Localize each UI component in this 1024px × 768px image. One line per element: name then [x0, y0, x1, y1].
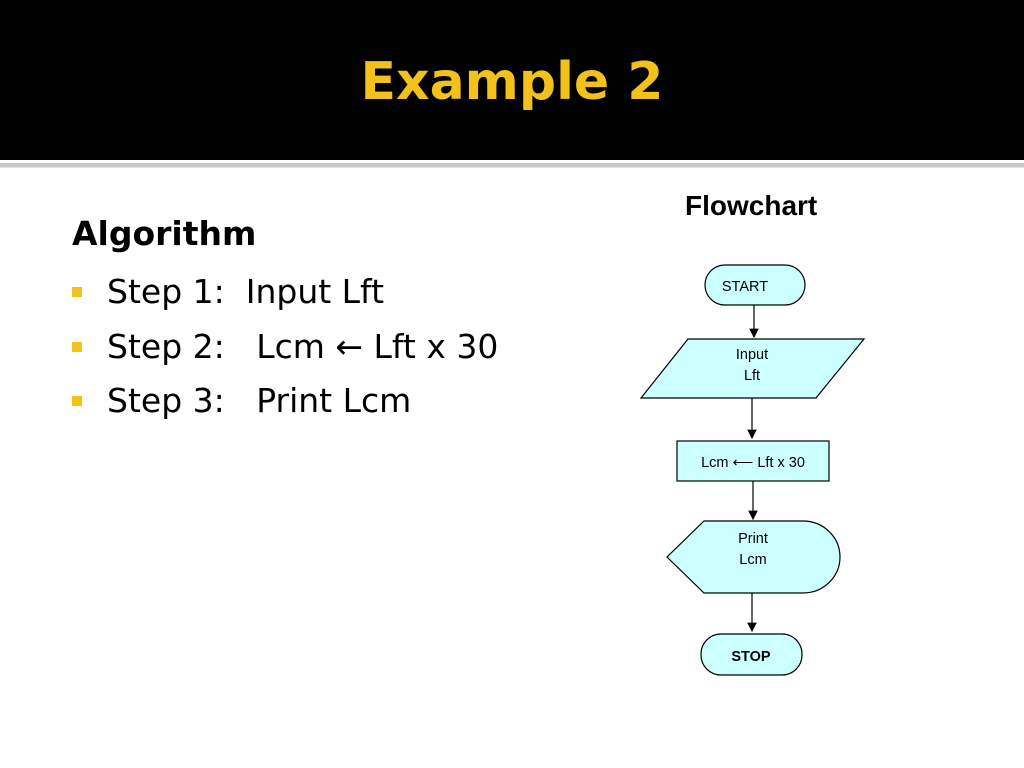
print-node	[666, 520, 841, 594]
print-label-line1: Print	[738, 531, 768, 547]
input-label-line2: Lft	[744, 368, 760, 384]
start-label: START	[722, 279, 768, 295]
input-label-line1: Input	[736, 347, 768, 363]
step-text: Step 1: Input Lft	[107, 272, 385, 311]
title-divider	[0, 163, 1024, 168]
bullet-square-icon	[72, 396, 82, 406]
step-text: Step 2: Lcm ← Lft x 30	[107, 327, 499, 366]
title-bar	[0, 0, 1024, 160]
algorithm-step-1: Step 1: Input Lft	[72, 272, 384, 316]
stop-node	[700, 633, 803, 676]
algorithm-heading: Algorithm	[72, 214, 257, 253]
flowchart-heading: Flowchart	[685, 190, 818, 221]
bullet-square-icon	[72, 342, 82, 352]
start-node	[704, 264, 806, 306]
stop-label: STOP	[731, 649, 771, 665]
algorithm-step-3: Step 3: Print Lcm	[72, 381, 411, 425]
step-text: Step 3: Print Lcm	[107, 381, 412, 420]
print-label-line2: Lcm	[739, 552, 766, 568]
input-node	[639, 338, 866, 399]
process-label: Lcm ⟵ Lft x 30	[701, 455, 805, 471]
algorithm-step-2: Step 2: Lcm ← Lft x 30	[72, 327, 498, 371]
slide-title: Example 2	[360, 52, 664, 112]
process-node	[676, 440, 830, 482]
bullet-square-icon	[72, 287, 82, 297]
